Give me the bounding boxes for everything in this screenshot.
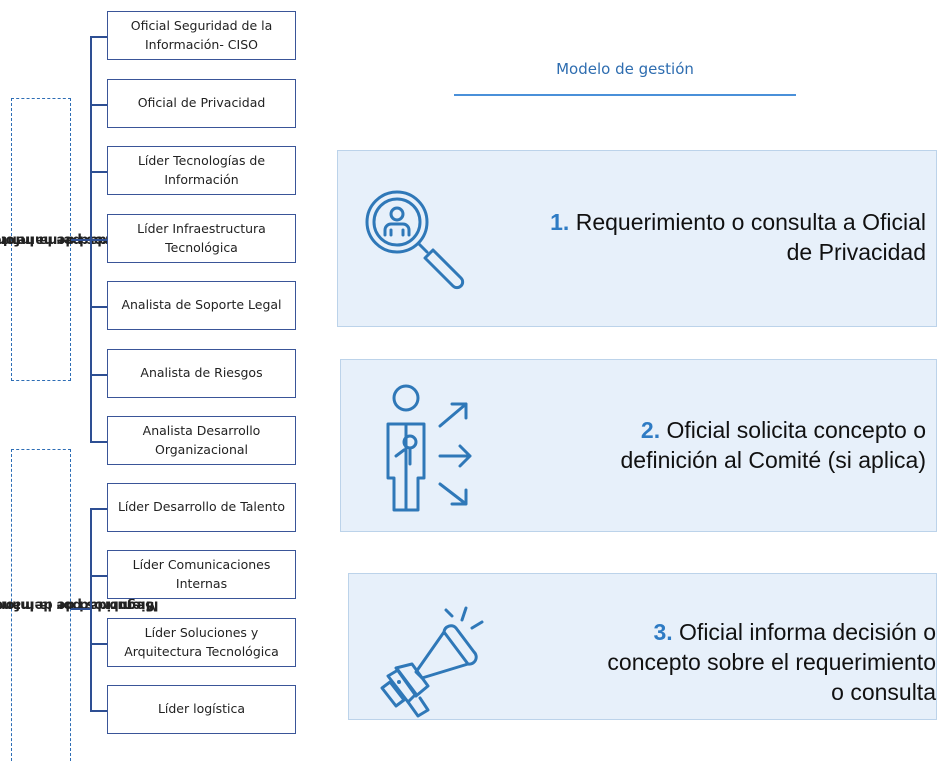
role-label: Líder Comunicaciones Internas [132, 557, 271, 591]
demand-members-frame [11, 449, 71, 761]
step-1-number: 1. [550, 209, 570, 235]
step-1-box [337, 150, 937, 327]
permanent-connector-stub [71, 239, 91, 241]
role-label: Analista Desarrollo Organizacional [142, 423, 261, 457]
role-box-ciso: Oficial Seguridad de la Información- CIS… [107, 11, 296, 60]
role-label: Líder logística [157, 701, 246, 717]
role-label: Líder Desarrollo de Talento [117, 499, 286, 515]
role-box-privacy-officer: Oficial de Privacidad [107, 79, 296, 128]
permanent-connector-branch [90, 239, 107, 241]
role-label: Líder Tecnologías de Información [137, 153, 266, 187]
step-2-line2: definición al Comité (si aplica) [620, 446, 926, 473]
role-box-org-development-analyst: Analista Desarrollo Organizacional [107, 416, 296, 465]
step-3-line2: concepto sobre el requerimiento [607, 648, 936, 675]
demand-connector-branch [90, 643, 107, 645]
step-1-line1: Requerimiento o consulta a Oficial [575, 209, 926, 235]
step-3-box [348, 573, 937, 720]
permanent-connector-branch [90, 441, 107, 443]
person-arrows-icon [386, 384, 472, 512]
step-3-number: 3. [653, 619, 673, 645]
role-box-solutions-architecture-lead: Líder Soluciones y Arquitectura Tecnológ… [107, 618, 296, 667]
permanent-connector-branch [90, 171, 107, 173]
step-2-box [340, 359, 937, 532]
role-label: Analista de Soporte Legal [121, 297, 282, 313]
step-2-line1: Oficial solicita concepto o [666, 417, 926, 443]
role-box-talent-lead: Líder Desarrollo de Talento [107, 483, 296, 532]
demand-connector-branch [90, 508, 107, 510]
role-box-internal-comms-lead: Líder Comunicaciones Internas [107, 550, 296, 599]
role-box-legal-analyst: Analista de Soporte Legal [107, 281, 296, 330]
role-box-infrastructure-lead: Líder Infraestructura Tecnológica [107, 214, 296, 263]
step-1-line2: de Privacidad [786, 238, 926, 265]
role-box-risk-analyst: Analista de Riesgos [107, 349, 296, 398]
title-underline [454, 94, 796, 96]
step-3-line1: Oficial informa decisión o [679, 619, 936, 645]
permanent-connector-branch [90, 374, 107, 376]
role-box-logistics-lead: Líder logística [107, 685, 296, 734]
demand-connector-branch [90, 710, 107, 712]
permanent-members-frame [11, 98, 71, 381]
step-3-text: 3. Oficial informa decisión o concepto s… [490, 618, 936, 708]
step-1-text: 1. Requerimiento o consulta a Oficial de… [470, 208, 926, 268]
step-2-number: 2. [640, 417, 661, 443]
step-3-line3: o consulta [831, 678, 936, 705]
permanent-connector-spine [90, 36, 92, 441]
role-label: Oficial de Privacidad [137, 95, 266, 111]
role-label: Oficial Seguridad de la Información- CIS… [130, 18, 273, 52]
step-2-text: 2. Oficial solicita concepto o definició… [480, 416, 926, 476]
permanent-connector-branch [90, 36, 107, 38]
permanent-connector-branch [90, 306, 107, 308]
permanent-connector-branch [90, 104, 107, 106]
role-label: Líder Infraestructura Tecnológica [137, 221, 266, 255]
demand-connector-branch [90, 575, 107, 577]
magnifier-person-icon [365, 190, 465, 290]
role-label: Líder Soluciones y Arquitectura Tecnológ… [124, 625, 279, 659]
permanent-members-label: Miembros permanentes Comité deSeguridad … [0, 98, 158, 381]
diagram-title: Modelo de gestión [556, 60, 694, 78]
role-box-it-lead: Líder Tecnologías de Información [107, 146, 296, 195]
demand-connector-stub [71, 608, 91, 610]
demand-members-label: Miembros por demanda Comité deSeguridad … [0, 449, 158, 761]
demand-connector-spine [90, 508, 92, 711]
megaphone-icon [380, 606, 484, 718]
role-label: Analista de Riesgos [140, 365, 263, 381]
